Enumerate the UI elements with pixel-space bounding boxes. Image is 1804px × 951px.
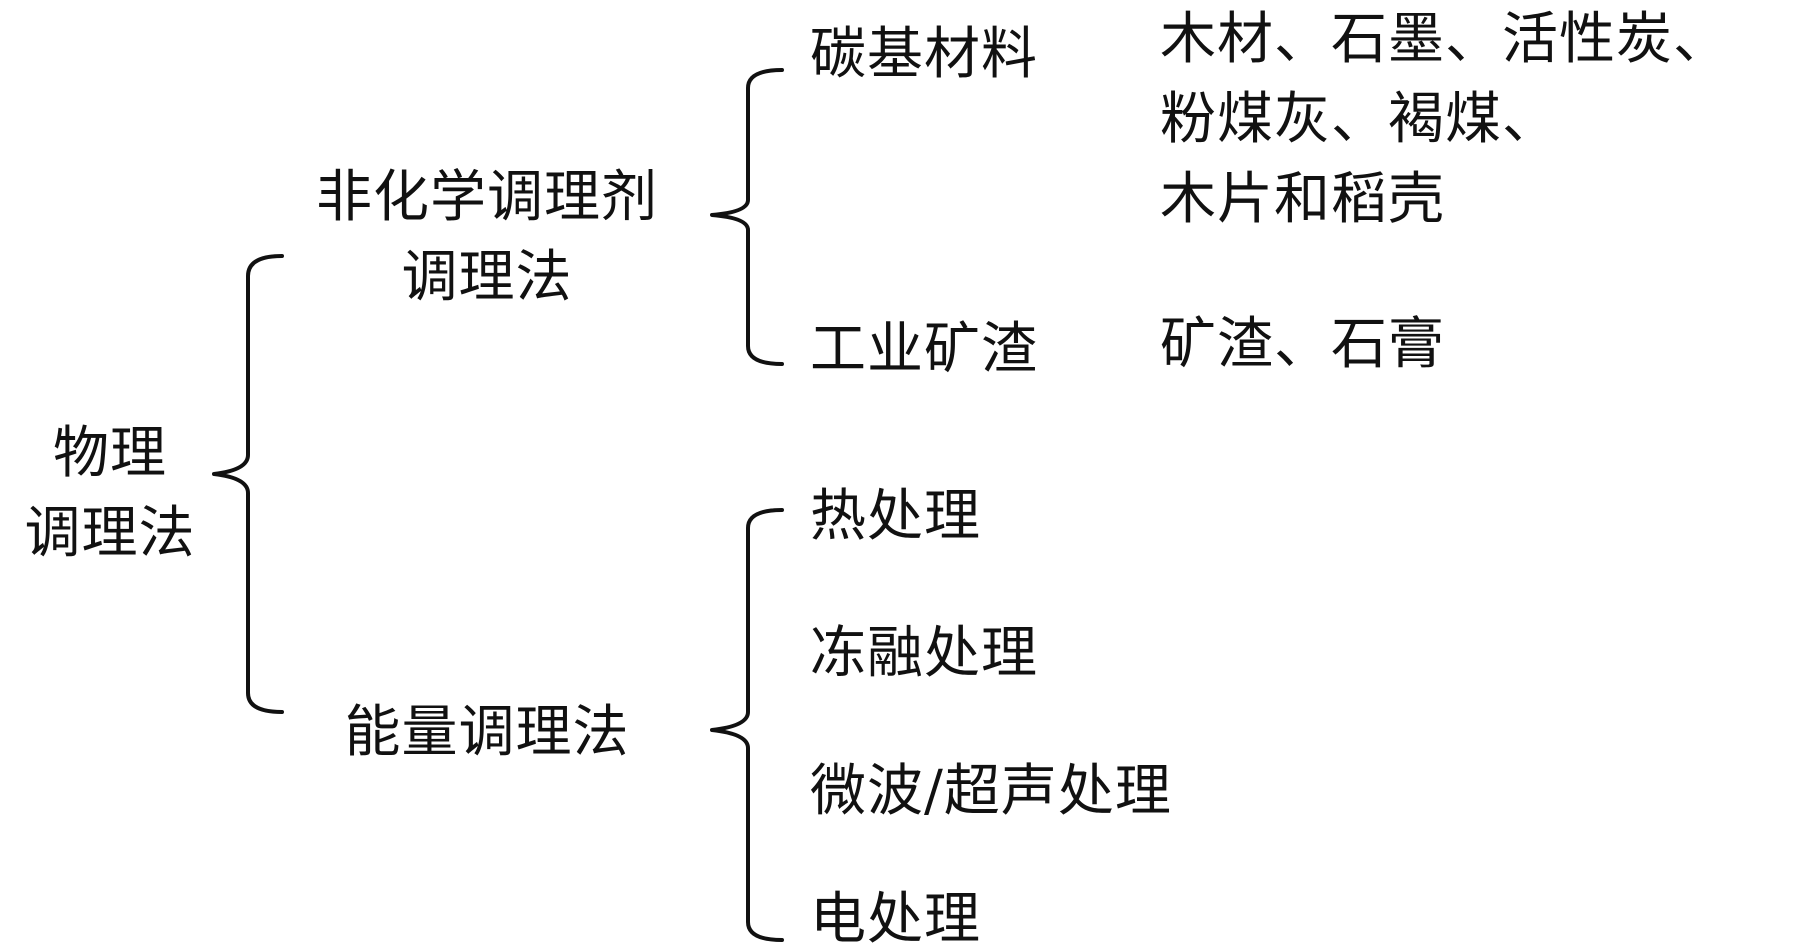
leaf-electric-treatment: 电处理	[810, 887, 981, 951]
carbon-examples-line3: 木片和稻壳	[1160, 167, 1445, 232]
slag-examples: 矿渣、石膏	[1160, 312, 1445, 377]
root-node-line1: 物理	[53, 421, 167, 486]
leaf-freeze-thaw: 冻融处理	[810, 621, 1038, 686]
root-brace	[212, 254, 284, 714]
leaf-heat-treatment: 热处理	[810, 484, 981, 549]
branch-energy-label: 能量调理法	[344, 700, 630, 765]
branch-nonchemical-line2: 调理法	[401, 245, 573, 310]
carbon-examples-line2: 粉煤灰、褐煤、	[1160, 87, 1559, 152]
leaf-microwave-ultrasound: 微波/超声处理	[810, 759, 1172, 824]
bracket-strokes	[212, 68, 784, 942]
leaf-industrial-slag: 工业矿渣	[810, 317, 1038, 382]
nonchemical-brace	[710, 68, 784, 366]
carbon-examples-line1: 木材、石墨、活性炭、	[1160, 7, 1730, 72]
leaf-carbon-materials: 碳基材料	[810, 22, 1038, 87]
root-node-line2: 调理法	[24, 501, 196, 566]
energy-brace	[710, 508, 784, 942]
branch-nonchemical-line1: 非化学调理剂	[316, 165, 658, 230]
